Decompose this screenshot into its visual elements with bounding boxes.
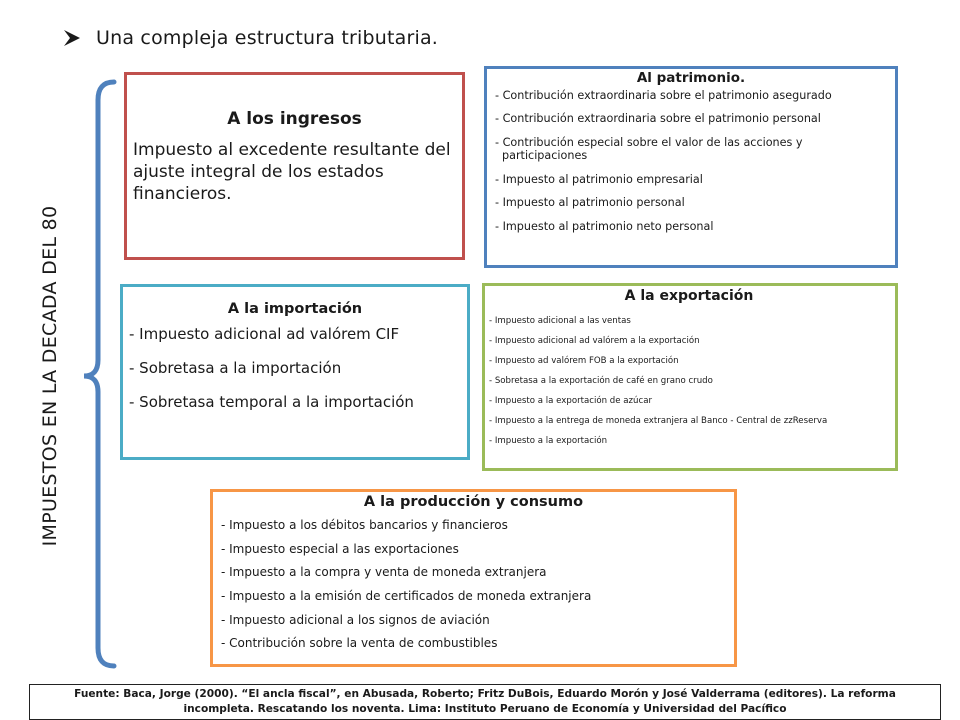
list-item: - Impuesto adicional ad valórem CIF [129,325,400,343]
list-item: - Impuesto ad valórem FOB a la exportaci… [489,356,679,366]
list-item: - Contribución especial sobre el valor d… [495,135,803,163]
box-title: Al patrimonio. [636,70,746,86]
list-item: - Contribución sobre la venta de combust… [221,636,498,651]
list-item: - Impuesto adicional ad valórem a la exp… [489,336,700,346]
box-title: A la exportación [624,288,754,304]
box-importacion: A la importación - Impuesto adicional ad… [120,284,470,460]
heading-text: Una compleja estructura tributaria. [96,27,439,49]
box-produccion: A la producción y consumo - Impuesto a l… [210,489,737,667]
list-item: - Impuesto a la exportación [489,436,608,446]
list-item: - Impuesto a la compra y venta de moneda… [221,565,547,580]
arrow-bullet-icon [64,30,80,46]
list-item: - Impuesto adicional a las ventas [489,316,631,326]
list-item: - Impuesto a la entrega de moneda extran… [489,416,828,426]
list-item: - Impuesto a los débitos bancarios y fin… [221,518,508,532]
curly-brace [83,79,117,669]
list-item: - Contribución extraordinaria sobre el p… [495,89,832,102]
box-title: A la importación [227,301,363,317]
list-item: - Sobretasa a la importación [129,358,342,377]
list-item: - Sobretasa temporal a la importación [129,392,414,411]
box-title: A la producción y consumo [363,494,584,510]
list-item: - Impuesto al patrimonio empresarial [495,172,703,186]
list-item: - Impuesto a la emisión de certificados … [221,588,592,603]
box-title: A los ingresos [227,109,362,129]
list-item: - Sobretasa a la exportación de café en … [489,376,713,386]
box-patrimonio: Al patrimonio. - Contribución extraordin… [484,66,898,268]
box-description: Impuesto al excedente resultante del aju… [133,140,451,205]
box-exportacion: A la exportación - Impuesto adicional a … [482,283,898,471]
list-item: - Impuesto especial a las exportaciones [221,541,459,556]
heading-bullet: Una compleja estructura tributaria. [62,27,438,49]
list-item: - Impuesto adicional a los signos de avi… [221,612,490,627]
list-item: - Impuesto al patrimonio neto personal [495,219,714,233]
box-ingresos: A los ingresos Impuesto al excedente res… [124,72,465,260]
list-item: - Impuesto al patrimonio personal [495,196,685,210]
source-citation: Fuente: Baca, Jorge (2000). “El ancla fi… [29,684,941,720]
list-item: - Contribución extraordinaria sobre el p… [495,112,821,126]
list-item: - Impuesto a la exportación de azúcar [489,396,653,406]
vertical-title: IMPUESTOS EN LA DECADA DEL 80 [39,205,61,547]
